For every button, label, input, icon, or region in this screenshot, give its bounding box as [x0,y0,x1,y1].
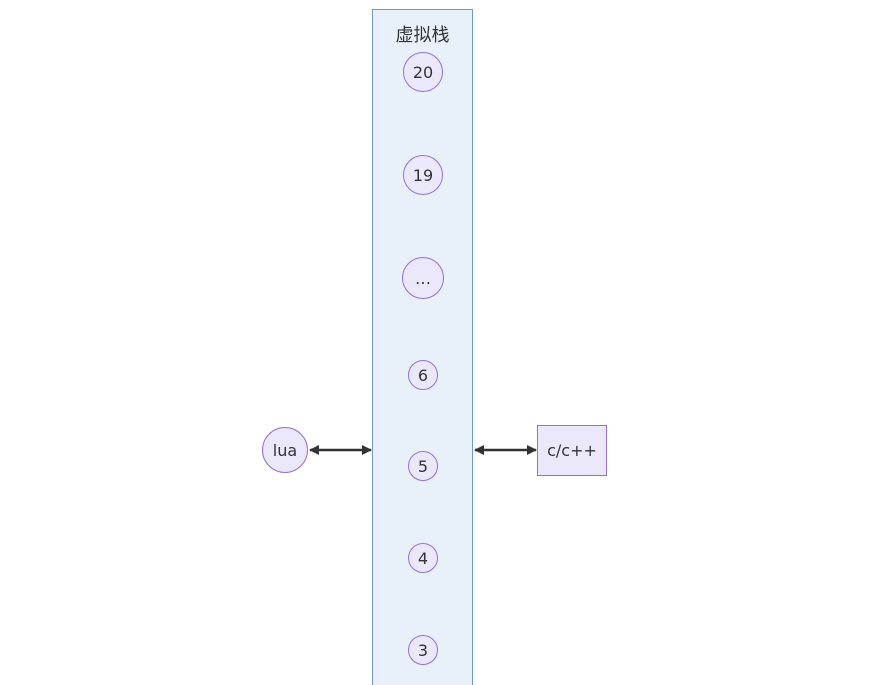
stack-node-4: 4 [408,543,438,573]
subgraph-title: 虚拟栈 [395,25,450,46]
lua-node: lua [262,427,308,473]
stack-node-ellipsis: … [402,257,444,299]
stack-node-19: 19 [403,155,443,195]
stack-node-3: 3 [408,635,438,665]
stack-node-20: 20 [403,52,443,92]
c-cpp-node: c/c++ [537,425,607,476]
stack-node-5: 5 [408,451,438,481]
stack-node-6: 6 [408,360,438,390]
virtual-stack-subgraph: 虚拟栈 [372,9,473,685]
